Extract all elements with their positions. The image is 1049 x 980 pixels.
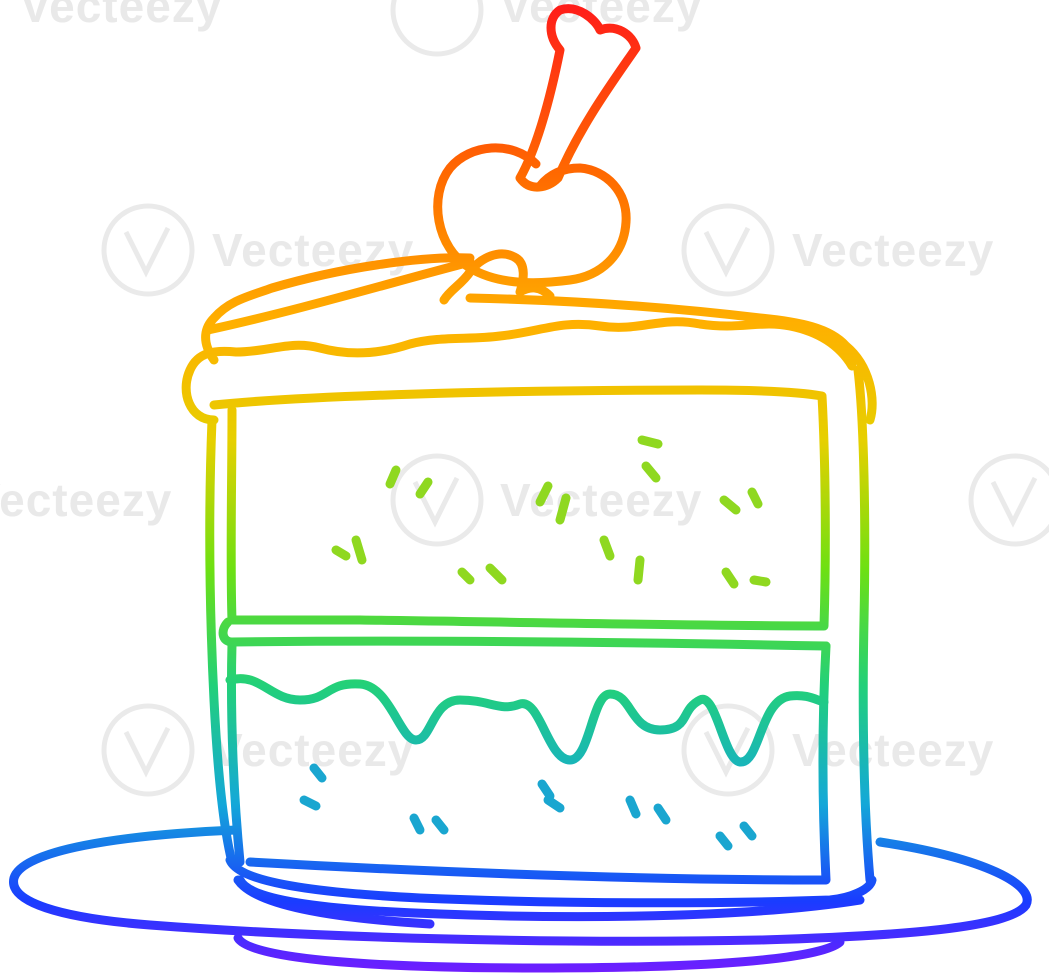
crumb	[641, 461, 661, 483]
crumb	[309, 763, 327, 783]
top-icing	[181, 253, 877, 425]
upper-layer	[209, 385, 830, 631]
crumb	[633, 555, 645, 585]
crumb	[409, 813, 425, 835]
crumb	[599, 535, 615, 561]
watermark-logo-icon	[101, 703, 195, 797]
crumb	[431, 815, 449, 835]
watermark-logo-icon	[968, 453, 1049, 547]
crumb	[415, 477, 433, 499]
crumb	[555, 493, 571, 525]
watermark-layer: Vecteezy Vecteezy Vecteezy Vecteezy Vect…	[0, 0, 1049, 797]
crumb	[749, 575, 771, 587]
watermark-logo-icon	[681, 703, 775, 797]
lower-layer-drips	[225, 674, 829, 767]
crumb	[625, 795, 641, 819]
crumb	[331, 545, 351, 561]
crumb	[457, 567, 475, 585]
watermark-text: Vecteezy	[792, 224, 994, 276]
watermark-text: Vecteezy	[20, 0, 222, 32]
plate-underside	[233, 933, 845, 973]
crumb	[299, 795, 321, 811]
crumb	[385, 465, 401, 489]
crumb	[747, 487, 763, 509]
cake-crumbs	[299, 435, 771, 851]
plate-inner-rim	[233, 875, 435, 929]
watermark-logo-icon	[101, 203, 195, 297]
crumb	[715, 831, 733, 851]
watermark-logo-icon	[390, 453, 484, 547]
cherry-icon	[433, 143, 631, 288]
watermark-logo-icon	[390, 0, 484, 57]
watermark-text: Vecteezy	[0, 474, 172, 526]
lower-layer-box	[226, 639, 831, 885]
crumb	[637, 435, 663, 449]
middle-divide	[218, 617, 831, 651]
watermark-text: Vecteezy	[500, 474, 702, 526]
crumb	[721, 567, 739, 589]
cake-slice	[181, 4, 877, 922]
crumb	[485, 563, 507, 585]
crumb	[535, 481, 553, 507]
cherry-stem	[515, 4, 641, 192]
cake-left-side	[205, 415, 237, 867]
crumb	[537, 779, 555, 801]
watermark-logo-icon	[681, 203, 775, 297]
cake-right-side	[853, 365, 875, 885]
crumb	[653, 803, 671, 825]
crumb	[739, 821, 757, 841]
cherry-base-drip	[439, 249, 555, 305]
cake-base-lower	[235, 875, 865, 922]
crumb	[719, 495, 741, 515]
crumb	[543, 795, 565, 813]
plate-rim	[9, 825, 1032, 946]
crumb	[351, 535, 367, 565]
